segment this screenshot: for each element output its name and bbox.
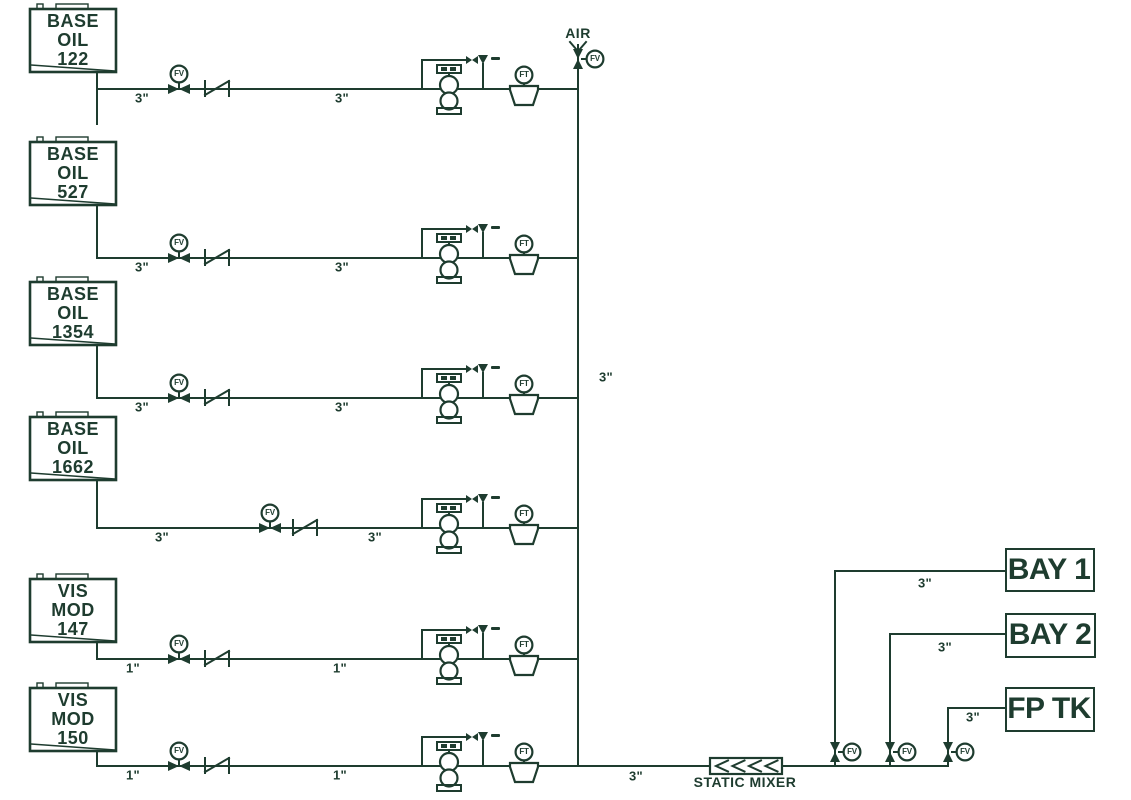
flow-control-valves [166,64,283,773]
header-and-air [568,40,605,767]
pump-icon-row-3 [420,362,502,425]
pipe-size-row-4-right: 3" [368,529,382,545]
ft-tag-row-5: FT [519,640,529,649]
pipe-size-header: 3" [599,369,613,385]
pipe-size-row-2-left: 3" [135,259,149,275]
fv-tag-row-4: FV [265,508,275,517]
fv-tag-fp-tk: FV [960,747,970,756]
pump-icon-row-1 [420,53,502,116]
fv-tag-bay-1: FV [847,747,857,756]
fv-tag-row-1: FV [174,69,184,78]
pipe-size-row-5-left: 1" [126,660,140,676]
pipe-size-row-6-right: 1" [333,767,347,783]
destination-boxes [1005,548,1096,732]
fv-tag-row-2: FV [174,238,184,247]
pipe-size-row-5-right: 1" [333,660,347,676]
air-inlet-label: AIR [565,25,591,41]
tank-label-base-oil-527: BASE OIL 527 [46,143,99,203]
fv-tag-air: FV [590,54,600,63]
fp-tk-box [1005,687,1095,732]
pipe-size-bay-2: 3" [938,639,952,655]
pipe-size-row-3-left: 3" [135,399,149,415]
tank-label-base-oil-1662: BASE OIL 1662 [46,418,99,478]
flow-transmitters [508,65,540,784]
pump-icon-row-2 [420,222,502,285]
pipe-size-row-1-right: 3" [335,90,349,106]
pipe-size-row-1-left: 3" [135,90,149,106]
tank-label-vis-mod-150: VIS MOD 150 [51,689,95,749]
pump-icon-row-5 [420,623,502,686]
bay-2-label: BAY 2 [1008,618,1092,651]
tank-label-vis-mod-147: VIS MOD 147 [51,580,95,640]
fv-tag-row-5: FV [174,639,184,648]
branch-pipe-bay-1 [834,570,1007,767]
pipe-size-row-6-left: 1" [126,767,140,783]
static-mixer-label: STATIC MIXER [693,774,797,790]
bay-1-label: BAY 1 [1007,553,1091,586]
bay-1-box [1005,548,1095,592]
static-mixer-symbol [708,756,784,776]
pump-icon-row-6 [420,730,502,793]
destination-branches [828,570,1007,767]
fv-tag-bay-2: FV [902,747,912,756]
fv-tag-row-6: FV [174,746,184,755]
bay-2-box [1005,613,1096,658]
ft-tag-row-2: FT [519,239,529,248]
tank-label-base-oil-122: BASE OIL 122 [46,10,99,70]
pipe-size-bay-1: 3" [918,575,932,591]
ft-tag-row-1: FT [519,70,529,79]
air-connection-icon [568,40,588,51]
pipe-size-main-line: 3" [629,768,643,784]
fv-tag-row-3: FV [174,378,184,387]
ft-tag-row-6: FT [519,747,529,756]
check-valves [204,80,318,774]
ft-tag-row-3: FT [519,379,529,388]
pipe-size-row-2-right: 3" [335,259,349,275]
pipe-size-row-3-right: 3" [335,399,349,415]
ft-tag-row-4: FT [519,509,529,518]
pump-icon-row-4 [420,492,502,555]
pipe-size-fp-tk: 3" [966,709,980,725]
tank-label-base-oil-1354: BASE OIL 1354 [46,283,99,343]
pipe-size-row-4-left: 3" [155,529,169,545]
fp-tk-label: FP TK [1007,692,1091,725]
pumps [420,53,502,793]
